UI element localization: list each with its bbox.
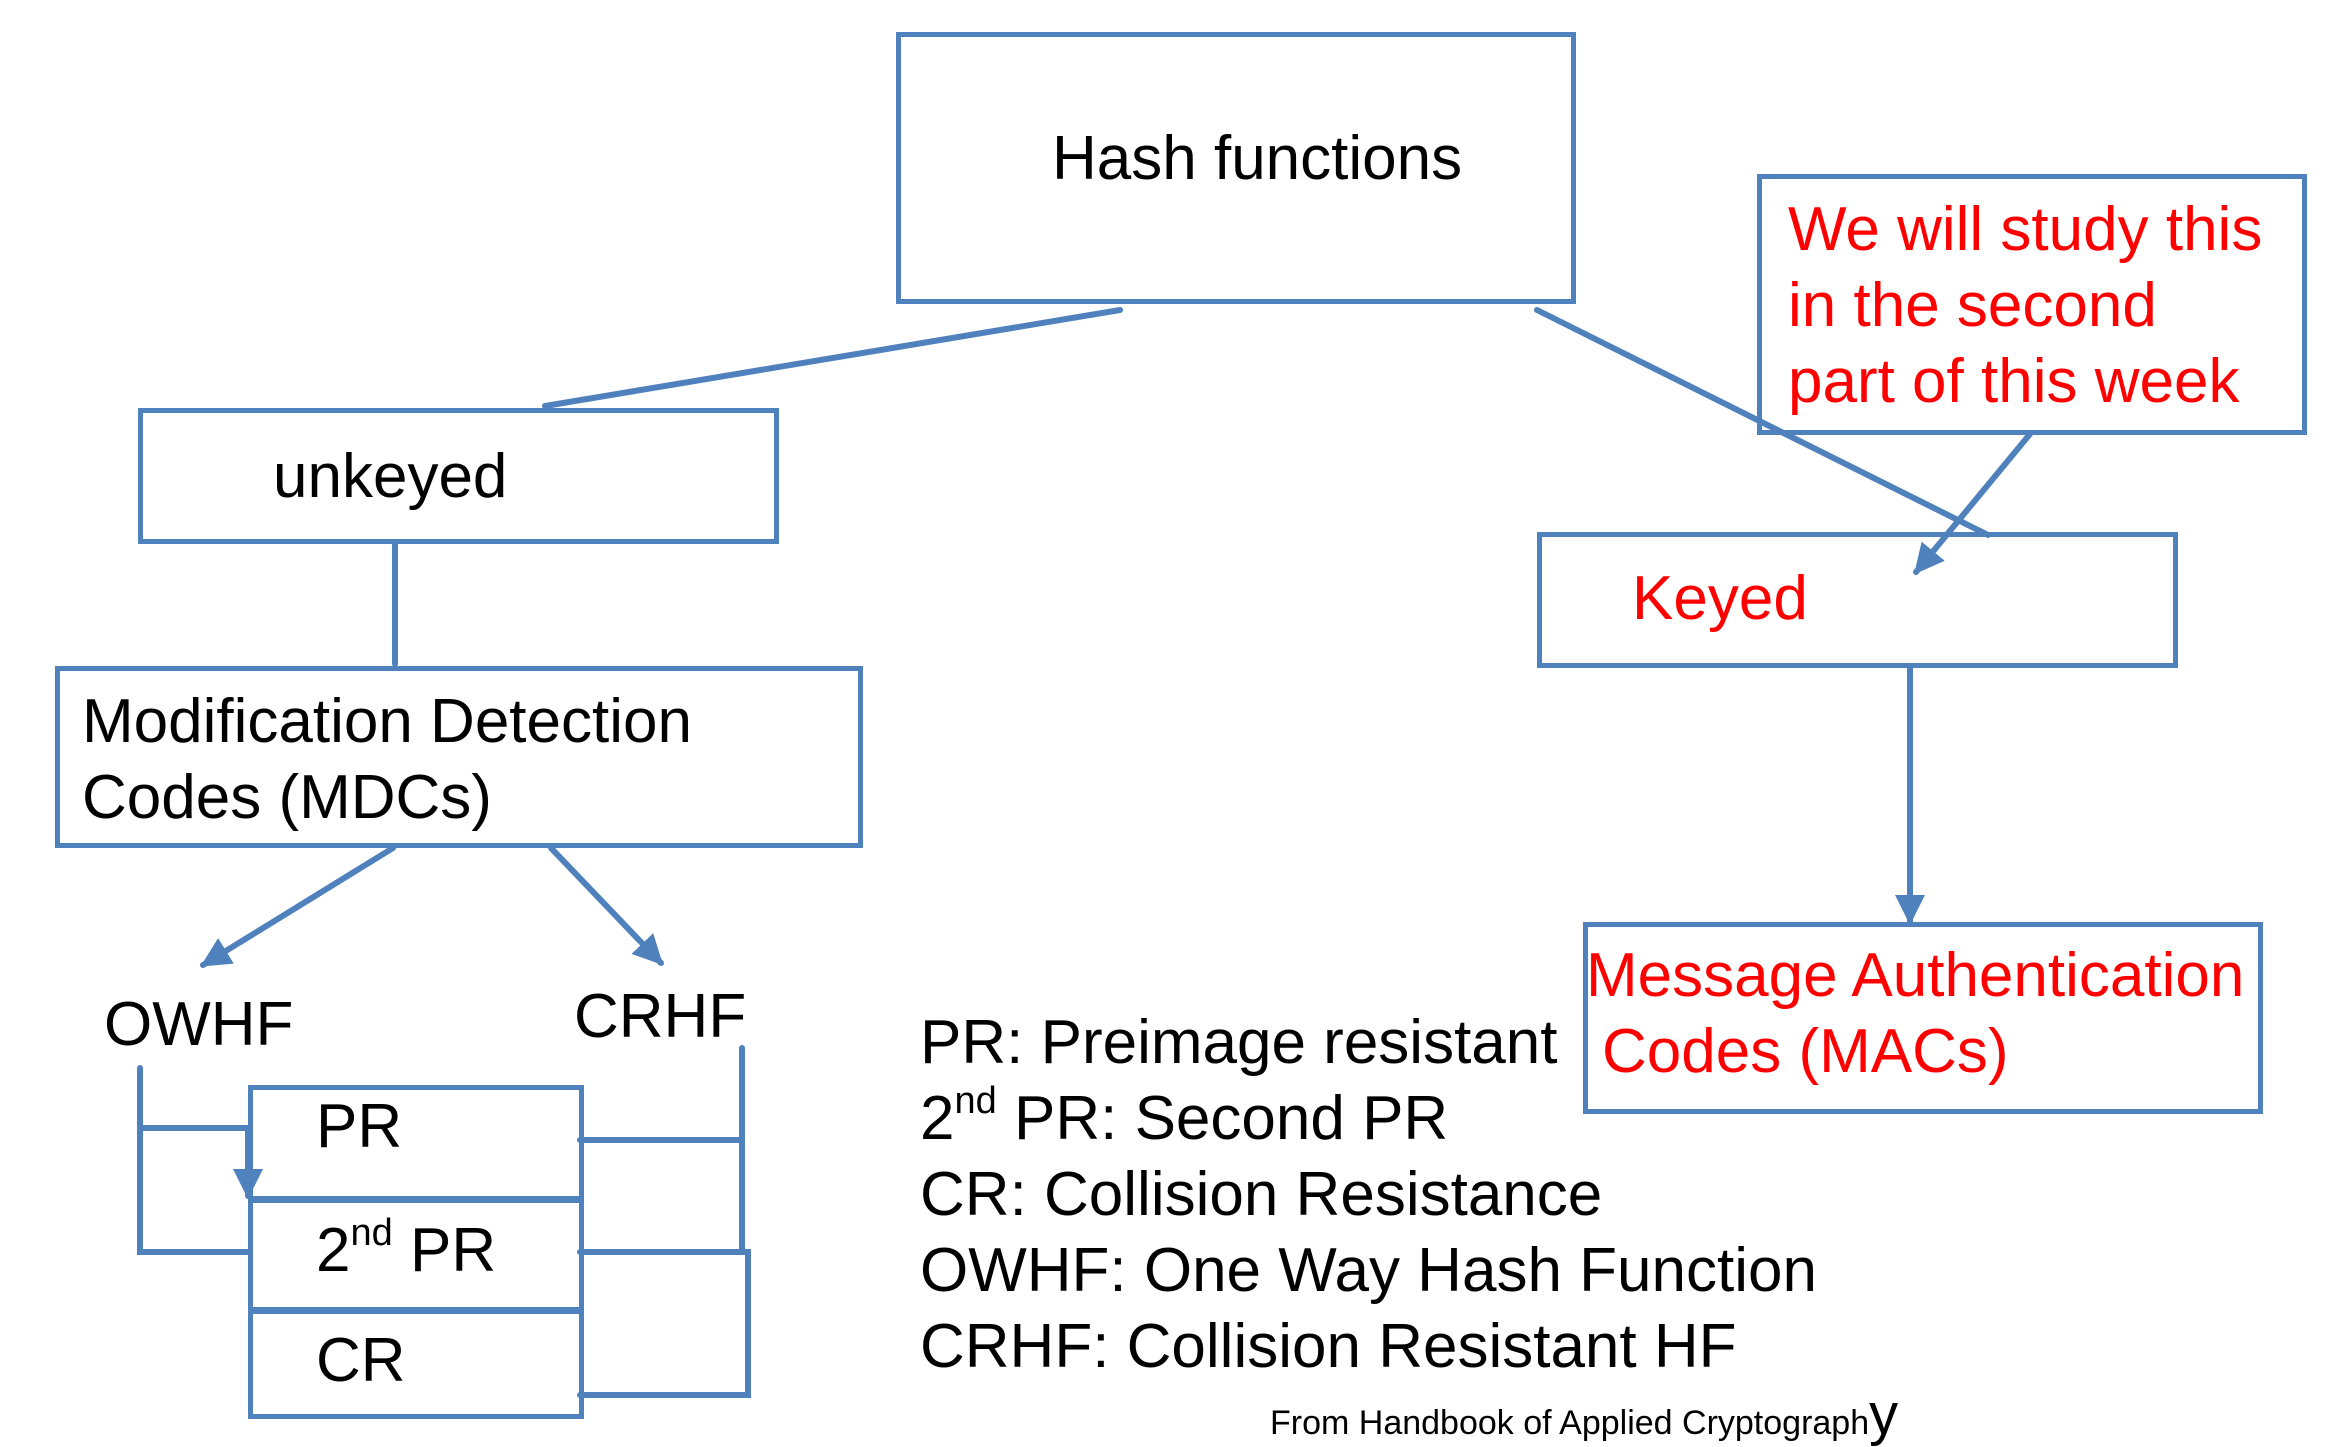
source-text: From Handbook of Applied Cryptograph xyxy=(1270,1404,1870,1442)
mac-label-line-1: Message Authentication xyxy=(1586,941,2245,1010)
second-pr-sup: nd xyxy=(350,1212,393,1254)
legend-def: Second PR xyxy=(1134,1084,1449,1153)
hash-functions-box xyxy=(896,32,1576,304)
callout-text: We will study this in the second part of… xyxy=(1788,192,2262,420)
callout-box xyxy=(1757,174,2307,435)
legend-term-base: 2 xyxy=(920,1084,955,1153)
owhf-label: OWHF xyxy=(104,990,294,1059)
keyed-label: Keyed xyxy=(1632,564,1808,633)
second-pr-base: 2 xyxy=(316,1216,351,1285)
edge-root-to-unkeyed xyxy=(542,307,1123,409)
legend-def: Collision Resistant HF xyxy=(1126,1312,1737,1381)
legend-item-owhf: OWHF: One Way Hash Function xyxy=(920,1236,1817,1305)
unkeyed-label: unkeyed xyxy=(273,442,508,511)
source-note: From Handbook of Applied Cryptography xyxy=(1270,1386,1898,1444)
legend-item-cr: CR: Collision Resistance xyxy=(920,1160,1603,1229)
legend-def: Collision Resistance xyxy=(1044,1160,1603,1229)
legend-term-sup: nd xyxy=(954,1080,997,1122)
second-pr-rest: PR xyxy=(392,1216,497,1285)
cr-box xyxy=(248,1309,584,1419)
second-pr-label: 2nd PR xyxy=(316,1214,496,1282)
pr-label: PR xyxy=(316,1092,403,1161)
legend-term: PR xyxy=(920,1008,1007,1077)
callout-line-1: We will study this xyxy=(1788,195,2263,264)
legend-term: CR xyxy=(920,1160,1010,1229)
bracket-crhf-group xyxy=(577,1045,745,1255)
crhf-label: CRHF xyxy=(574,982,747,1051)
mdc-label: Modification Detection Codes (MDCs) xyxy=(82,684,692,836)
mdc-label-line-1: Modification Detection xyxy=(82,687,692,756)
mdc-box xyxy=(55,666,863,848)
pr-box xyxy=(248,1085,584,1201)
legend-item-crhf: CRHF: Collision Resistant HF xyxy=(920,1312,1737,1381)
edge-mdc-to-owhf xyxy=(200,845,396,968)
edge-mdc-to-crhf xyxy=(548,845,664,966)
legend-item-pr: PR: Preimage resistant xyxy=(920,1008,1558,1077)
mac-box xyxy=(1583,922,2263,1114)
legend-term: CRHF xyxy=(920,1312,1093,1381)
legend-item-second-pr: 2nd PR: Second PR xyxy=(920,1080,1449,1153)
bracket-crhf-to-cr xyxy=(577,1249,751,1398)
mac-label: Message Authentication Codes (MACs) xyxy=(1586,938,2244,1090)
edge-callout-to-keyed xyxy=(1913,431,2033,575)
source-last-letter: y xyxy=(1869,1382,1899,1447)
legend-def: Preimage resistant xyxy=(1040,1008,1558,1077)
keyed-box xyxy=(1537,532,2178,668)
cr-label: CR xyxy=(316,1326,406,1395)
unkeyed-box xyxy=(138,408,779,544)
callout-line-3: part of this week xyxy=(1788,347,2240,416)
legend: PR: Preimage resistant 2nd PR: Second PR… xyxy=(920,1005,1817,1385)
legend-term: OWHF xyxy=(920,1236,1110,1305)
legend-def: One Way Hash Function xyxy=(1143,1236,1817,1305)
callout-line-2: in the second xyxy=(1788,271,2157,340)
hash-functions-label: Hash functions xyxy=(1052,124,1463,193)
edge-root-to-keyed xyxy=(1534,307,1991,538)
bracket-owhf-to-pr xyxy=(137,1065,263,1199)
mdc-label-line-2: Codes (MDCs) xyxy=(82,763,492,832)
bracket-owhf-to-2nd-pr xyxy=(137,1125,251,1255)
legend-term-rest: PR xyxy=(996,1084,1101,1153)
mac-label-line-2: Codes (MACs) xyxy=(1602,1017,2009,1086)
